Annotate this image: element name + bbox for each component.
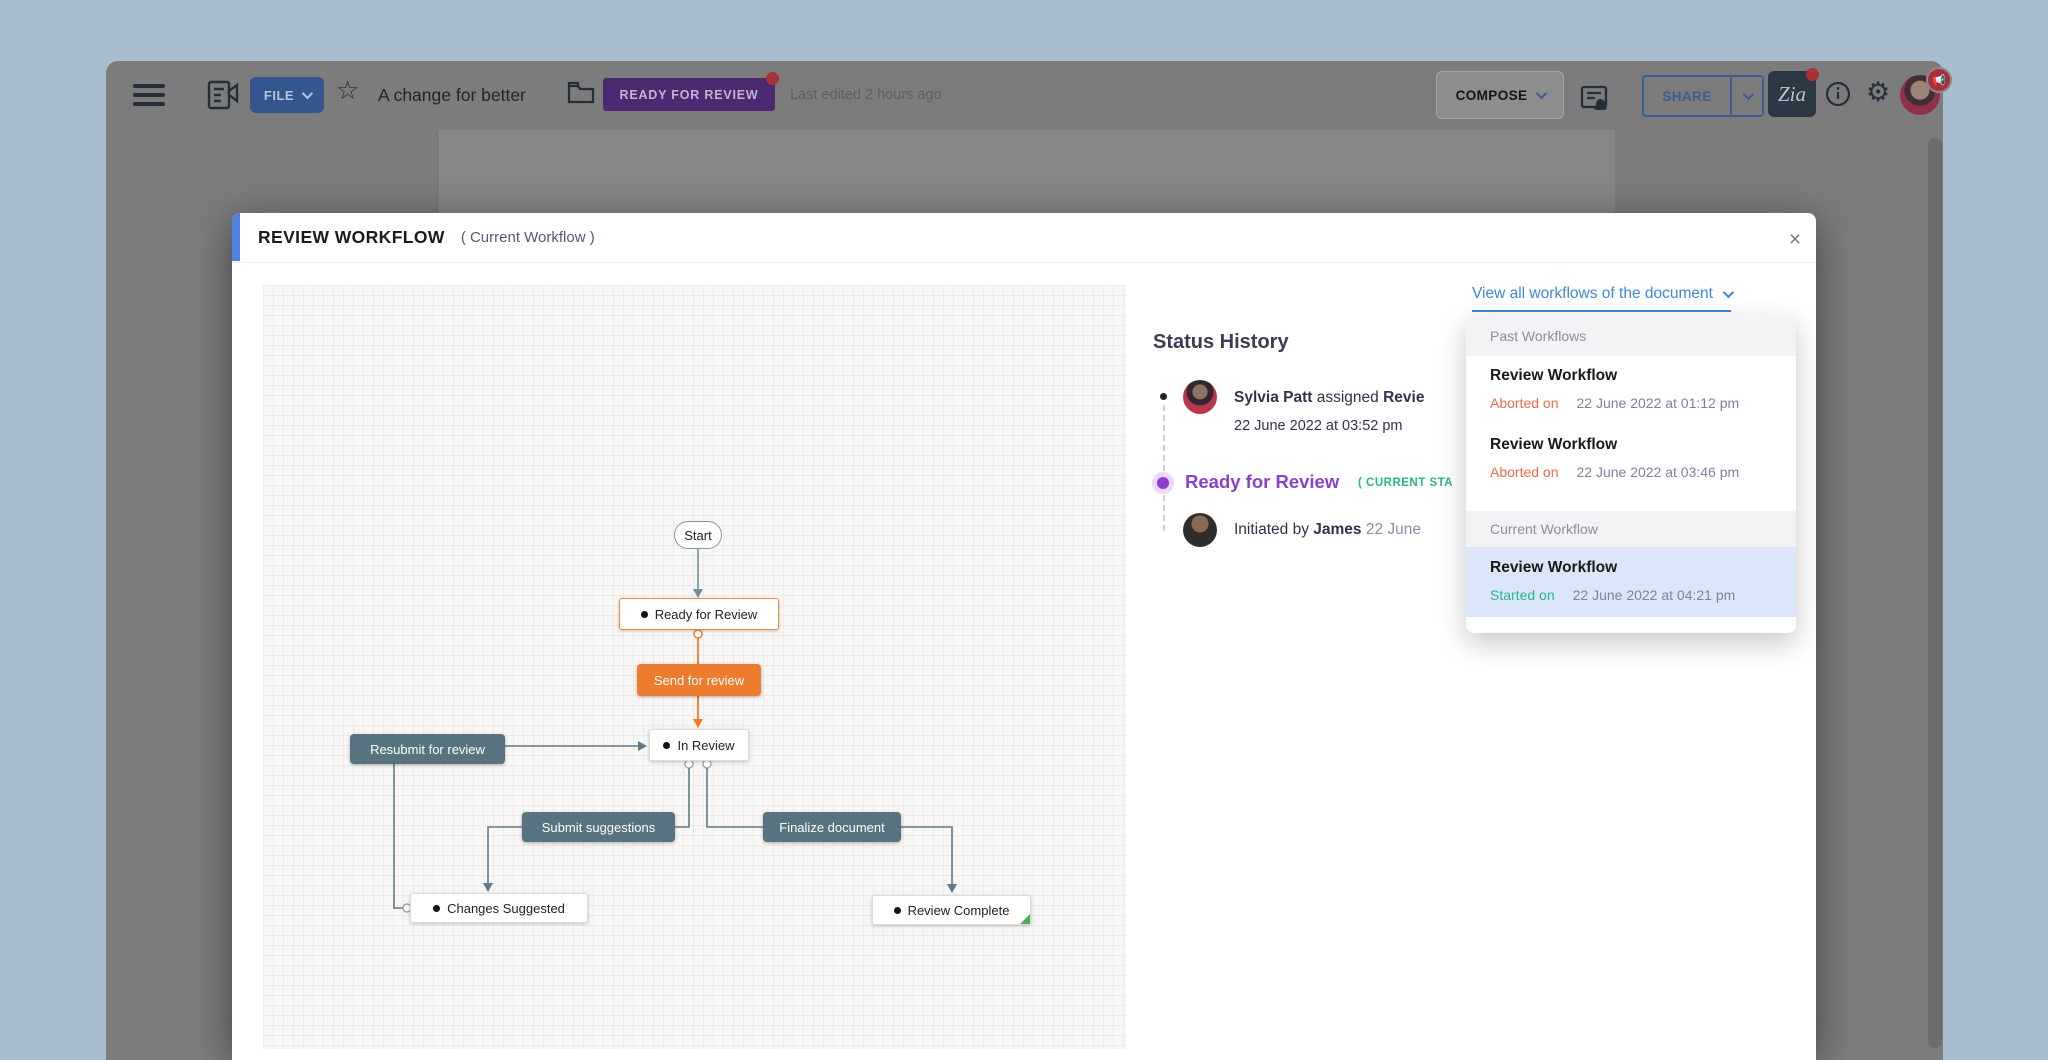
status-badge-label: READY FOR REVIEW — [619, 87, 759, 102]
view-all-workflows-label: View all workflows of the document — [1472, 285, 1713, 302]
zia-label: Zia — [1777, 81, 1806, 106]
review-workflow-modal: REVIEW WORKFLOW ( Current Workflow ) × — [232, 213, 1816, 1060]
history-entry-assigned: Sylvia Patt assigned Revie — [1234, 389, 1424, 407]
workflows-dropdown: Past Workflows Review Workflow Aborted o… — [1466, 315, 1796, 633]
folder-icon[interactable] — [566, 79, 596, 111]
selected-item-highlight[interactable] — [1466, 547, 1796, 617]
actor-name: Sylvia Patt — [1234, 389, 1313, 406]
last-edited-text: Last edited 2 hours ago — [790, 87, 942, 103]
node-label: Start — [684, 527, 712, 543]
dropdown-item-title[interactable]: Review Workflow — [1490, 559, 1618, 576]
past-workflows-header: Past Workflows — [1466, 315, 1796, 356]
node-start: Start — [674, 521, 722, 549]
modal-accent-bar — [232, 213, 240, 261]
workflow-canvas: Start Ready for Review Send for review I… — [263, 285, 1126, 1049]
timeline-connector — [1163, 405, 1165, 531]
vertical-scrollbar[interactable] — [1928, 138, 1942, 1048]
document-title[interactable]: A change for better — [378, 85, 526, 105]
state-dot — [893, 906, 901, 914]
node-label: Send for review — [653, 672, 745, 688]
node-ready-for-review: Ready for Review — [619, 598, 779, 630]
dropdown-item-title[interactable]: Review Workflow — [1490, 436, 1618, 453]
actor-name: James — [1313, 521, 1362, 538]
chevron-down-icon — [1536, 87, 1548, 100]
file-menu-button[interactable]: FILE — [250, 77, 324, 113]
dropdown-item-status: Aborted on 22 June 2022 at 01:12 pm — [1490, 395, 1739, 411]
view-all-workflows-link[interactable]: View all workflows of the document — [1472, 285, 1735, 312]
share-button[interactable]: SHARE — [1642, 75, 1764, 117]
node-label: Changes Suggested — [447, 900, 565, 916]
comment-notification-icon[interactable] — [1578, 83, 1612, 120]
action-text: assigned — [1312, 389, 1384, 406]
date-text: 22 June — [1361, 521, 1422, 538]
share-options-toggle[interactable] — [1730, 77, 1762, 115]
current-status-marker — [1152, 472, 1174, 494]
close-icon[interactable]: × — [1788, 228, 1802, 251]
history-entry-date: 22 June 2022 at 03:52 pm — [1234, 418, 1403, 434]
current-status-label: Ready for Review — [1185, 471, 1340, 492]
file-menu-label: FILE — [263, 87, 295, 103]
state-dot — [640, 610, 648, 618]
favorite-star-icon[interactable]: ☆ — [336, 75, 360, 105]
history-entry-initiated: Initiated by James 22 June — [1234, 521, 1421, 539]
node-label: Ready for Review — [654, 606, 758, 622]
document-announce-icon[interactable] — [204, 77, 240, 118]
node-label: Finalize document — [779, 819, 885, 835]
status-date: 22 June 2022 at 01:12 pm — [1576, 395, 1740, 411]
state-dot — [663, 741, 671, 749]
status-date: 22 June 2022 at 03:46 pm — [1576, 464, 1740, 480]
node-label: Submit suggestions — [541, 819, 656, 835]
announcement-badge-icon[interactable]: 📢 — [1926, 67, 1952, 93]
node-finalize-document: Finalize document — [763, 812, 901, 842]
compose-button[interactable]: COMPOSE — [1436, 71, 1564, 119]
dropdown-item-title[interactable]: Review Workflow — [1490, 367, 1618, 384]
settings-gear-icon[interactable]: ⚙ — [1866, 77, 1891, 107]
status-label: Aborted on — [1490, 395, 1559, 411]
node-label: Review Complete — [907, 902, 1010, 918]
zia-notification-dot — [1806, 68, 1819, 81]
share-label: SHARE — [1662, 88, 1712, 104]
info-icon[interactable] — [1824, 80, 1852, 113]
success-corner-flag — [1020, 914, 1030, 924]
modal-subtitle: ( Current Workflow ) — [460, 229, 595, 246]
node-in-review: In Review — [649, 729, 749, 761]
state-dot — [433, 904, 441, 912]
prefix-text: Initiated by — [1234, 521, 1314, 538]
node-label: In Review — [677, 737, 735, 753]
dropdown-item-status: Started on 22 June 2022 at 04:21 pm — [1490, 587, 1735, 603]
current-status-tag: ( CURRENT STA — [1358, 477, 1454, 489]
dropdown-item-status: Aborted on 22 June 2022 at 03:46 pm — [1490, 464, 1739, 480]
document-status-badge[interactable]: READY FOR REVIEW — [603, 78, 775, 111]
status-label: Started on — [1490, 587, 1555, 603]
target-text: Revie — [1383, 389, 1425, 406]
chevron-down-icon — [1722, 286, 1735, 299]
compose-label: COMPOSE — [1455, 87, 1528, 103]
modal-title: REVIEW WORKFLOW — [258, 227, 445, 247]
node-changes-suggested: Changes Suggested — [410, 893, 588, 923]
avatar-sylvia — [1183, 380, 1217, 414]
timeline-dot — [1160, 393, 1167, 400]
status-history-heading: Status History — [1153, 331, 1289, 353]
avatar-james — [1183, 513, 1217, 547]
chevron-down-icon — [1742, 88, 1755, 101]
status-label: Aborted on — [1490, 464, 1559, 480]
node-send-for-review: Send for review — [637, 664, 761, 696]
node-label: Resubmit for review — [370, 741, 485, 757]
status-date: 22 June 2022 at 04:21 pm — [1572, 587, 1736, 603]
chevron-down-icon — [301, 87, 314, 100]
node-submit-suggestions: Submit suggestions — [522, 812, 675, 842]
hamburger-menu-icon[interactable] — [133, 84, 165, 106]
node-resubmit-for-review: Resubmit for review — [350, 734, 505, 764]
status-notification-dot — [766, 72, 779, 85]
modal-header: REVIEW WORKFLOW ( Current Workflow ) — [232, 213, 1816, 263]
current-workflow-header: Current Workflow — [1466, 511, 1796, 547]
node-review-complete: Review Complete — [872, 895, 1031, 925]
